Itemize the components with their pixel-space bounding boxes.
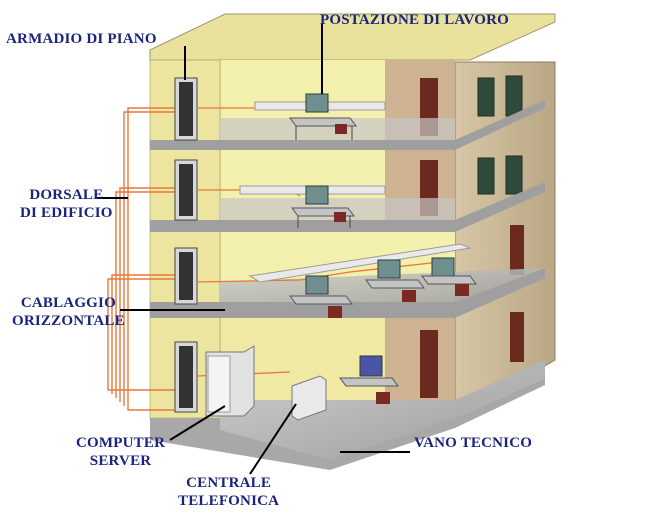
label-centrale-telefonica: CENTRALE TELEFONICA: [178, 474, 279, 510]
workstation: [421, 257, 477, 296]
window: [505, 155, 523, 195]
computer-server-cabinet: [205, 345, 255, 417]
window: [477, 77, 495, 117]
door: [420, 330, 438, 398]
leader-lines: [96, 24, 410, 475]
label-vano-tecnico: VANO TECNICO: [414, 435, 533, 451]
cable-tray: [248, 243, 472, 283]
workstation: [339, 355, 399, 404]
label-line: CABLAGGIO: [20, 295, 116, 311]
window: [477, 157, 495, 195]
floor-rack-2: [174, 247, 198, 305]
workstation: [289, 275, 353, 318]
door: [510, 312, 524, 362]
label-line: COMPUTER: [76, 435, 166, 451]
ground-floor-top: [220, 360, 545, 460]
label-armadio-di-piano: ARMADIO DI PIANO: [6, 31, 157, 47]
label-line: ORIZZONTALE: [12, 313, 125, 329]
floor-slab-2: [150, 268, 545, 318]
door: [510, 225, 524, 275]
label-line: SERVER: [89, 453, 152, 469]
label-line: CENTRALE: [186, 475, 272, 491]
workstation: [289, 93, 357, 140]
telephone-exchange-cabinet: [291, 375, 327, 421]
workstation: [365, 259, 425, 302]
workstation: [291, 185, 355, 228]
label-dorsale-di-edificio: DORSALE DI EDIFICIO: [20, 186, 113, 222]
floor-rack-1: [174, 341, 198, 413]
floor-rack-3: [174, 159, 198, 221]
floor-rack-4: [174, 77, 198, 141]
label-line: DI EDIFICIO: [20, 205, 113, 221]
backbone-cables: [107, 107, 175, 411]
label-cablaggio-orizzontale: CABLAGGIO ORIZZONTALE: [12, 294, 125, 330]
label-computer-server: COMPUTER SERVER: [76, 434, 165, 470]
label-line: TELEFONICA: [178, 493, 280, 509]
label-line: DORSALE: [29, 187, 104, 203]
floor-slab-3: [150, 182, 545, 232]
label-postazione-di-lavoro: POSTAZIONE DI LAVORO: [320, 12, 510, 28]
window: [505, 75, 523, 117]
